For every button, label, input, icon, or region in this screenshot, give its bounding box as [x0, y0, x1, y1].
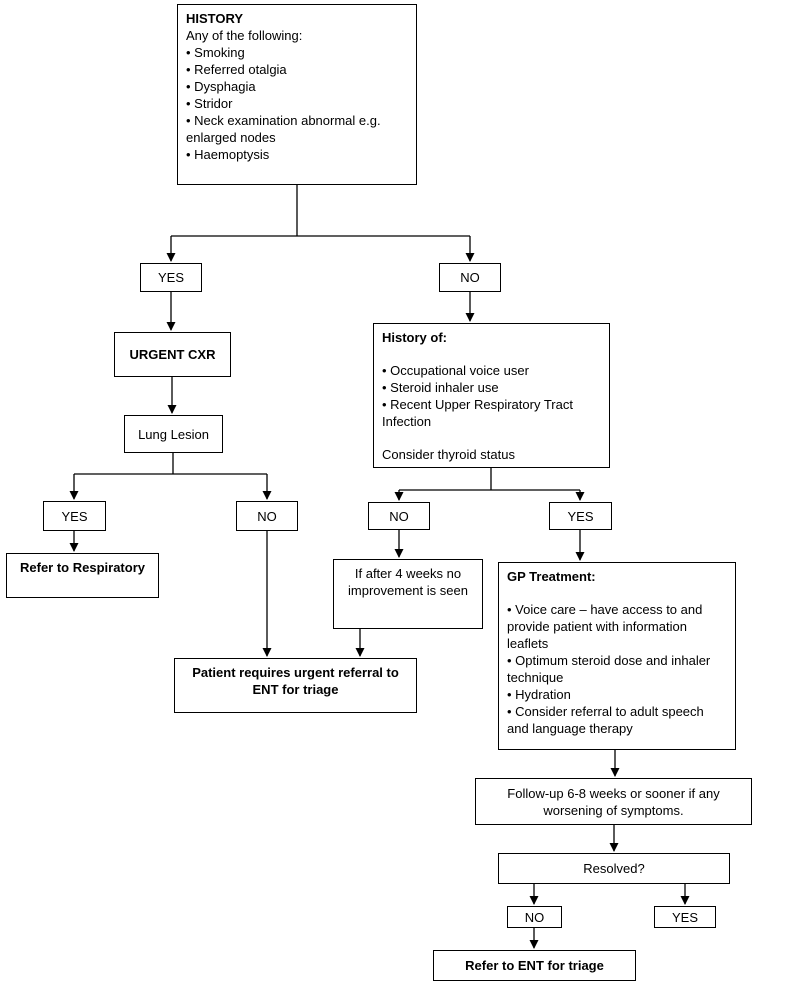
node-no3-label: NO [389, 508, 409, 524]
bullet-item: • Recent Upper Respiratory Tract Infecti… [382, 397, 573, 429]
node-gp-treatment: GP Treatment: • Voice care – have access… [498, 562, 736, 750]
node-no3: NO [368, 502, 430, 530]
bullet-item: • Stridor [186, 96, 233, 111]
node-yes3-label: YES [567, 508, 594, 524]
bullet-item: • Hydration [507, 687, 571, 702]
node-no2-label: NO [257, 508, 277, 524]
node-yes2: YES [43, 501, 106, 531]
node-yes4-label: YES [671, 909, 698, 925]
connector-history-branch [171, 185, 470, 237]
node-no2: NO [236, 501, 298, 531]
bullet-item: • Occupational voice user [382, 363, 529, 378]
node-history-of-bullets: • Occupational voice user • Steroid inhal… [382, 362, 601, 430]
node-history-of: History of: • Occupational voice user • S… [373, 323, 610, 468]
node-gp-treatment-bullets: • Voice care – have access to and provid… [507, 601, 727, 737]
node-history-of-footer: Consider thyroid status [382, 447, 515, 462]
node-refer-respiratory-label: Refer to Respiratory [20, 560, 145, 575]
connector-lung-lesion-branch [74, 453, 267, 475]
bullet-item: • Voice care – have access to and provid… [507, 602, 703, 651]
node-yes2-label: YES [61, 508, 88, 524]
node-refer-ent-label: Refer to ENT for triage [465, 958, 604, 973]
node-followup: Follow-up 6-8 weeks or sooner if any wor… [475, 778, 752, 825]
node-no4-label: NO [524, 909, 545, 925]
node-gp-treatment-title: GP Treatment: [507, 569, 596, 584]
node-history-intro: Any of the following: [186, 28, 303, 43]
node-yes1-label: YES [157, 270, 184, 285]
connector-history-of-branch [399, 468, 580, 491]
node-lung-lesion-label: Lung Lesion [138, 426, 209, 442]
node-no4: NO [507, 906, 562, 928]
bullet-item: • Referred otalgia [186, 62, 287, 77]
bullet-item: • Dysphagia [186, 79, 256, 94]
node-yes1: YES [140, 263, 202, 292]
node-history-bullets: • Smoking • Referred otalgia • Dysphagia • … [186, 44, 408, 163]
node-no1-label: NO [460, 270, 480, 285]
node-if4weeks-label: If after 4 weeks no improvement is seen [348, 566, 468, 598]
node-history-of-title: History of: [382, 330, 447, 345]
node-no1: NO [439, 263, 501, 292]
node-refer-ent: Refer to ENT for triage [433, 950, 636, 981]
node-resolved: Resolved? [498, 853, 730, 884]
node-yes4: YES [654, 906, 716, 928]
node-resolved-label: Resolved? [583, 861, 645, 876]
bullet-item: • Neck examination abnormal e.g. enlarge… [186, 113, 381, 145]
bullet-item: • Smoking [186, 45, 245, 60]
node-if4weeks: If after 4 weeks no improvement is seen [333, 559, 483, 629]
bullet-item: • Haemoptysis [186, 147, 270, 162]
node-urgent-cxr-label: URGENT CXR [129, 347, 216, 362]
node-history-title: HISTORY [186, 11, 244, 26]
bullet-item: • Optimum steroid dose and inhaler techn… [507, 653, 711, 685]
node-history: HISTORY Any of the following: • Smoking•… [177, 4, 417, 185]
node-ent-urgent-label: Patient requires urgent referral to ENT … [192, 665, 399, 697]
node-refer-respiratory: Refer to Respiratory [6, 553, 159, 598]
bullet-item: • Consider referral to adult speech and … [507, 704, 704, 736]
node-yes3: YES [549, 502, 612, 530]
bullet-item: • Steroid inhaler use [382, 380, 499, 395]
node-urgent-cxr: URGENT CXR [114, 332, 231, 377]
node-lung-lesion: Lung Lesion [124, 415, 223, 453]
node-followup-label: Follow-up 6-8 weeks or sooner if any wor… [507, 785, 720, 818]
node-ent-urgent: Patient requires urgent referral to ENT … [174, 658, 417, 713]
